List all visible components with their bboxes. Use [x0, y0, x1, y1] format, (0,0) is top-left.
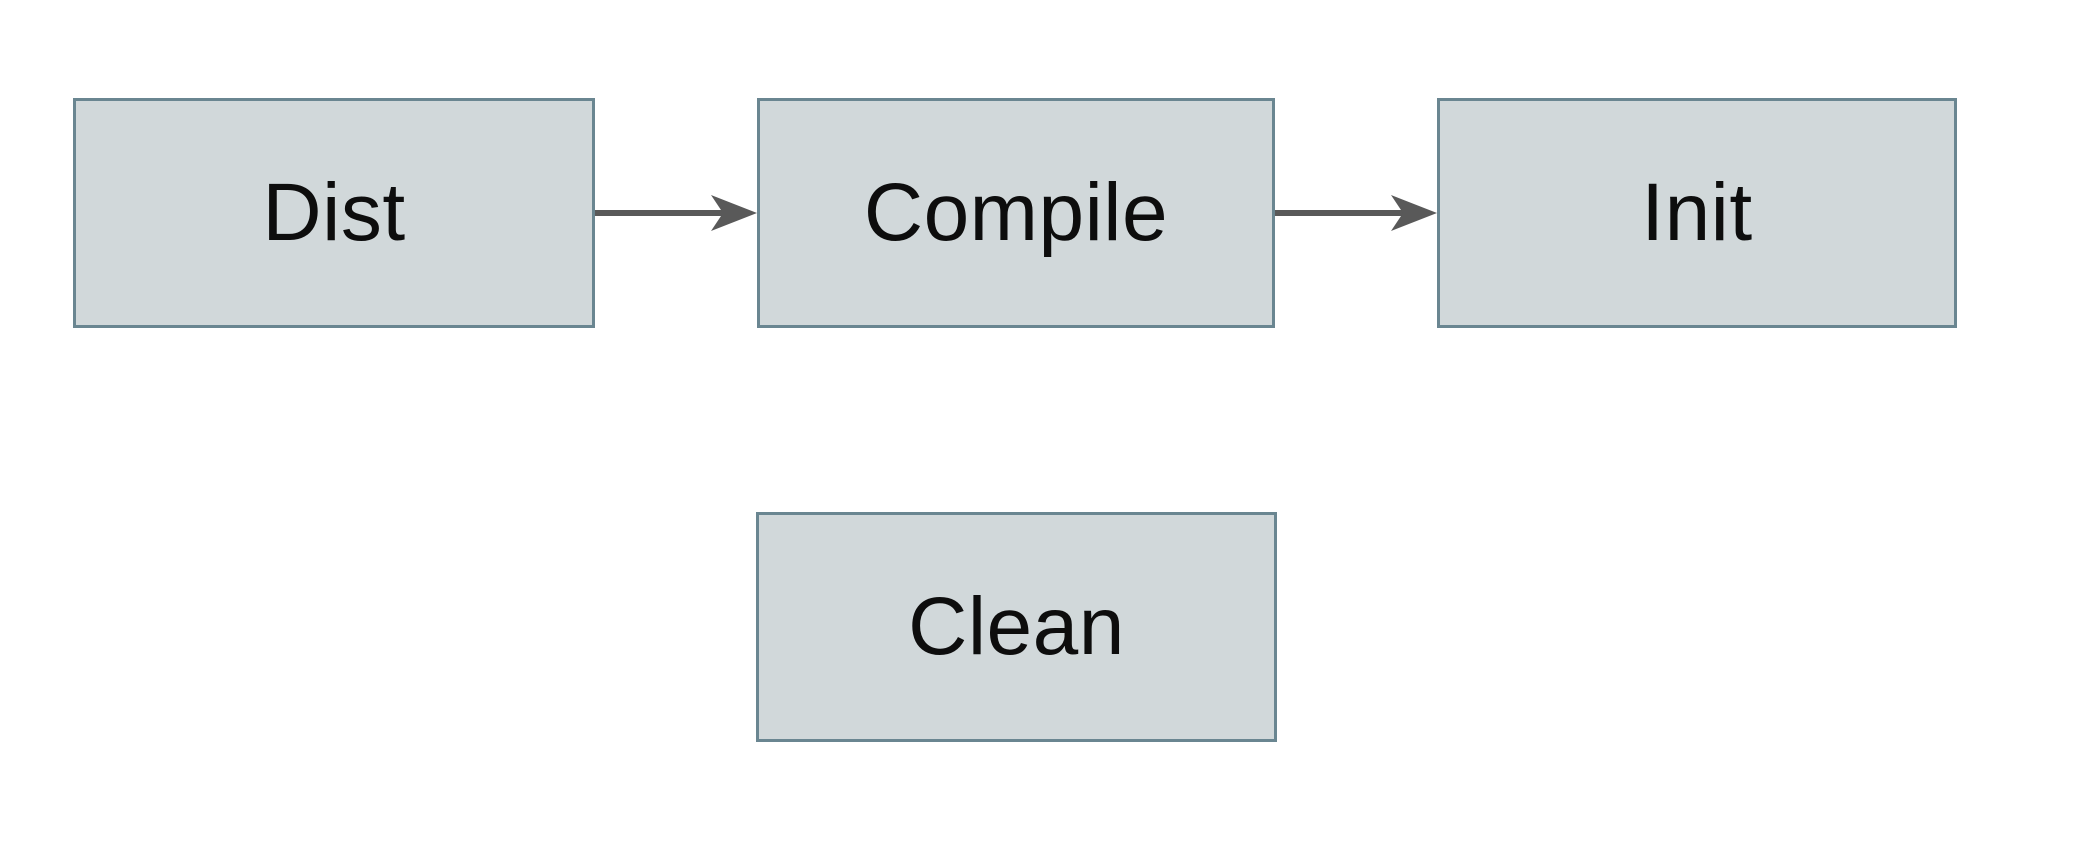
- node-label-compile: Compile: [863, 167, 1169, 258]
- node-label-dist: Dist: [262, 167, 406, 258]
- flow-node-clean[interactable]: Clean: [756, 512, 1277, 742]
- flow-node-init[interactable]: Init: [1437, 98, 1957, 328]
- arrow-head-icon: [1391, 195, 1437, 231]
- arrow-head-icon: [711, 195, 757, 231]
- node-label-clean: Clean: [908, 581, 1125, 672]
- arrow-dist-to-compile[interactable]: [595, 195, 757, 231]
- flow-node-dist[interactable]: Dist: [73, 98, 595, 328]
- node-label-init: Init: [1641, 167, 1753, 258]
- flow-node-compile[interactable]: Compile: [757, 98, 1275, 328]
- arrow-compile-to-init[interactable]: [1275, 195, 1437, 231]
